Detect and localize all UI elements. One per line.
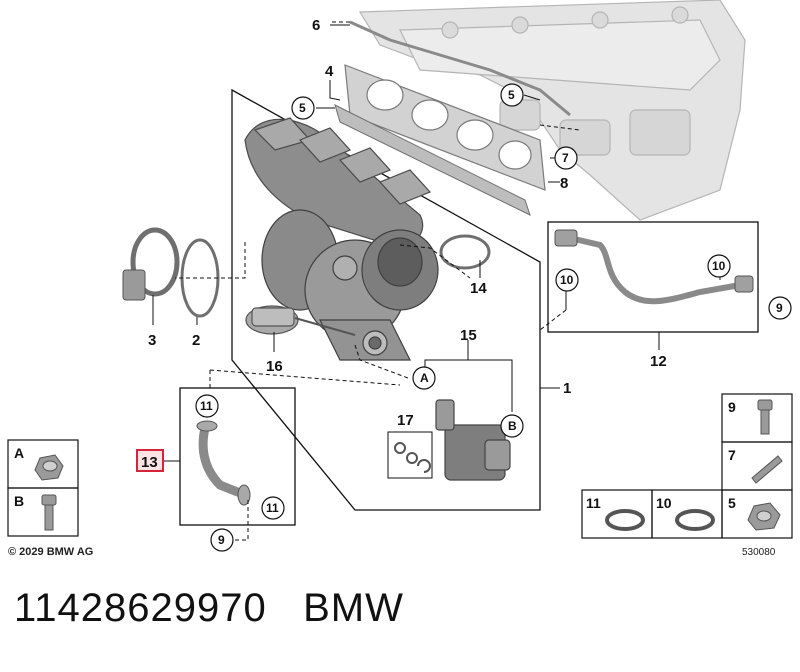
callout-2: 2 bbox=[192, 332, 200, 349]
assembly-frame bbox=[231, 88, 541, 511]
o-ring-11-icon bbox=[605, 509, 645, 531]
oil-return-line bbox=[198, 423, 250, 500]
legend-label-9: 9 bbox=[728, 399, 736, 415]
callout-10-right: 10 bbox=[712, 259, 726, 273]
callout-7: 7 bbox=[562, 151, 569, 165]
oil-line-frame bbox=[547, 221, 759, 333]
callout-5-right: 5 bbox=[508, 88, 515, 102]
callout-3: 3 bbox=[148, 332, 156, 349]
seal-set bbox=[387, 431, 433, 479]
bolt-icon bbox=[757, 399, 773, 435]
legend-right bbox=[581, 393, 793, 539]
callout-4: 4 bbox=[325, 63, 334, 80]
legend-label-11: 11 bbox=[586, 495, 601, 511]
exhaust-manifold bbox=[244, 117, 432, 247]
flange-bolt-icon bbox=[41, 494, 57, 531]
callout-13-highlight bbox=[136, 449, 164, 472]
oil-return-frame bbox=[179, 387, 296, 526]
legend-label-10: 10 bbox=[656, 495, 672, 511]
callout-8: 8 bbox=[560, 175, 568, 192]
legend-label-b: B bbox=[14, 493, 24, 509]
leader-lines bbox=[152, 24, 721, 462]
callout-11-top: 11 bbox=[200, 399, 213, 413]
pressure-sensor bbox=[435, 399, 511, 481]
callout-13: 13 bbox=[141, 454, 158, 471]
exhaust-gasket bbox=[344, 64, 546, 191]
cylinder-head bbox=[358, 0, 746, 221]
callout-12: 12 bbox=[650, 353, 667, 370]
oil-return-flanges bbox=[196, 420, 251, 506]
callout-16: 16 bbox=[266, 358, 283, 375]
heat-shield-strip bbox=[334, 104, 531, 216]
callout-14: 14 bbox=[470, 280, 487, 297]
turbocharger bbox=[261, 209, 439, 361]
oil-feed-line-ends bbox=[554, 229, 754, 293]
callout-B: B bbox=[508, 419, 517, 433]
copyright: © 2029 BMW AG bbox=[8, 546, 93, 558]
callout-15: 15 bbox=[460, 327, 477, 344]
legend-label-7: 7 bbox=[728, 447, 736, 463]
part-number: 11428629970 bbox=[14, 586, 267, 630]
callout-9-bottom: 9 bbox=[218, 533, 225, 547]
brand-name: BMW bbox=[303, 586, 404, 630]
callout-11-bottom: 11 bbox=[266, 501, 279, 515]
dashed-leaders bbox=[175, 21, 581, 541]
wastegate-actuator bbox=[245, 305, 356, 336]
gasket-strip bbox=[349, 20, 571, 117]
callout-6: 6 bbox=[312, 17, 320, 34]
callout-1: 1 bbox=[563, 380, 571, 397]
legend-label-a: A bbox=[14, 445, 24, 461]
flange-nut-icon bbox=[34, 454, 64, 481]
clamp-bolt bbox=[122, 269, 146, 301]
diagram-number: 530080 bbox=[742, 547, 776, 558]
legend-left bbox=[7, 439, 79, 537]
parts-diagram: 6 4 8 3 2 14 16 15 1 17 12 13 5 5 7 10 1… bbox=[7, 0, 793, 558]
callout-9-right: 9 bbox=[776, 301, 783, 315]
o-ring-10-icon bbox=[675, 509, 715, 531]
part-caption: 11428629970 BMW bbox=[14, 586, 404, 631]
callout-5-left: 5 bbox=[299, 101, 306, 115]
legend-label-5: 5 bbox=[728, 495, 736, 511]
callout-A: A bbox=[420, 371, 429, 385]
oil-feed-line bbox=[567, 235, 743, 305]
circled-callouts bbox=[195, 83, 792, 552]
callout-17: 17 bbox=[397, 412, 414, 429]
o-ring-14 bbox=[439, 234, 491, 270]
nut-icon bbox=[747, 502, 781, 531]
callout-10-left: 10 bbox=[560, 273, 574, 287]
pin-icon bbox=[751, 455, 783, 484]
v-band-clamp bbox=[130, 227, 180, 297]
